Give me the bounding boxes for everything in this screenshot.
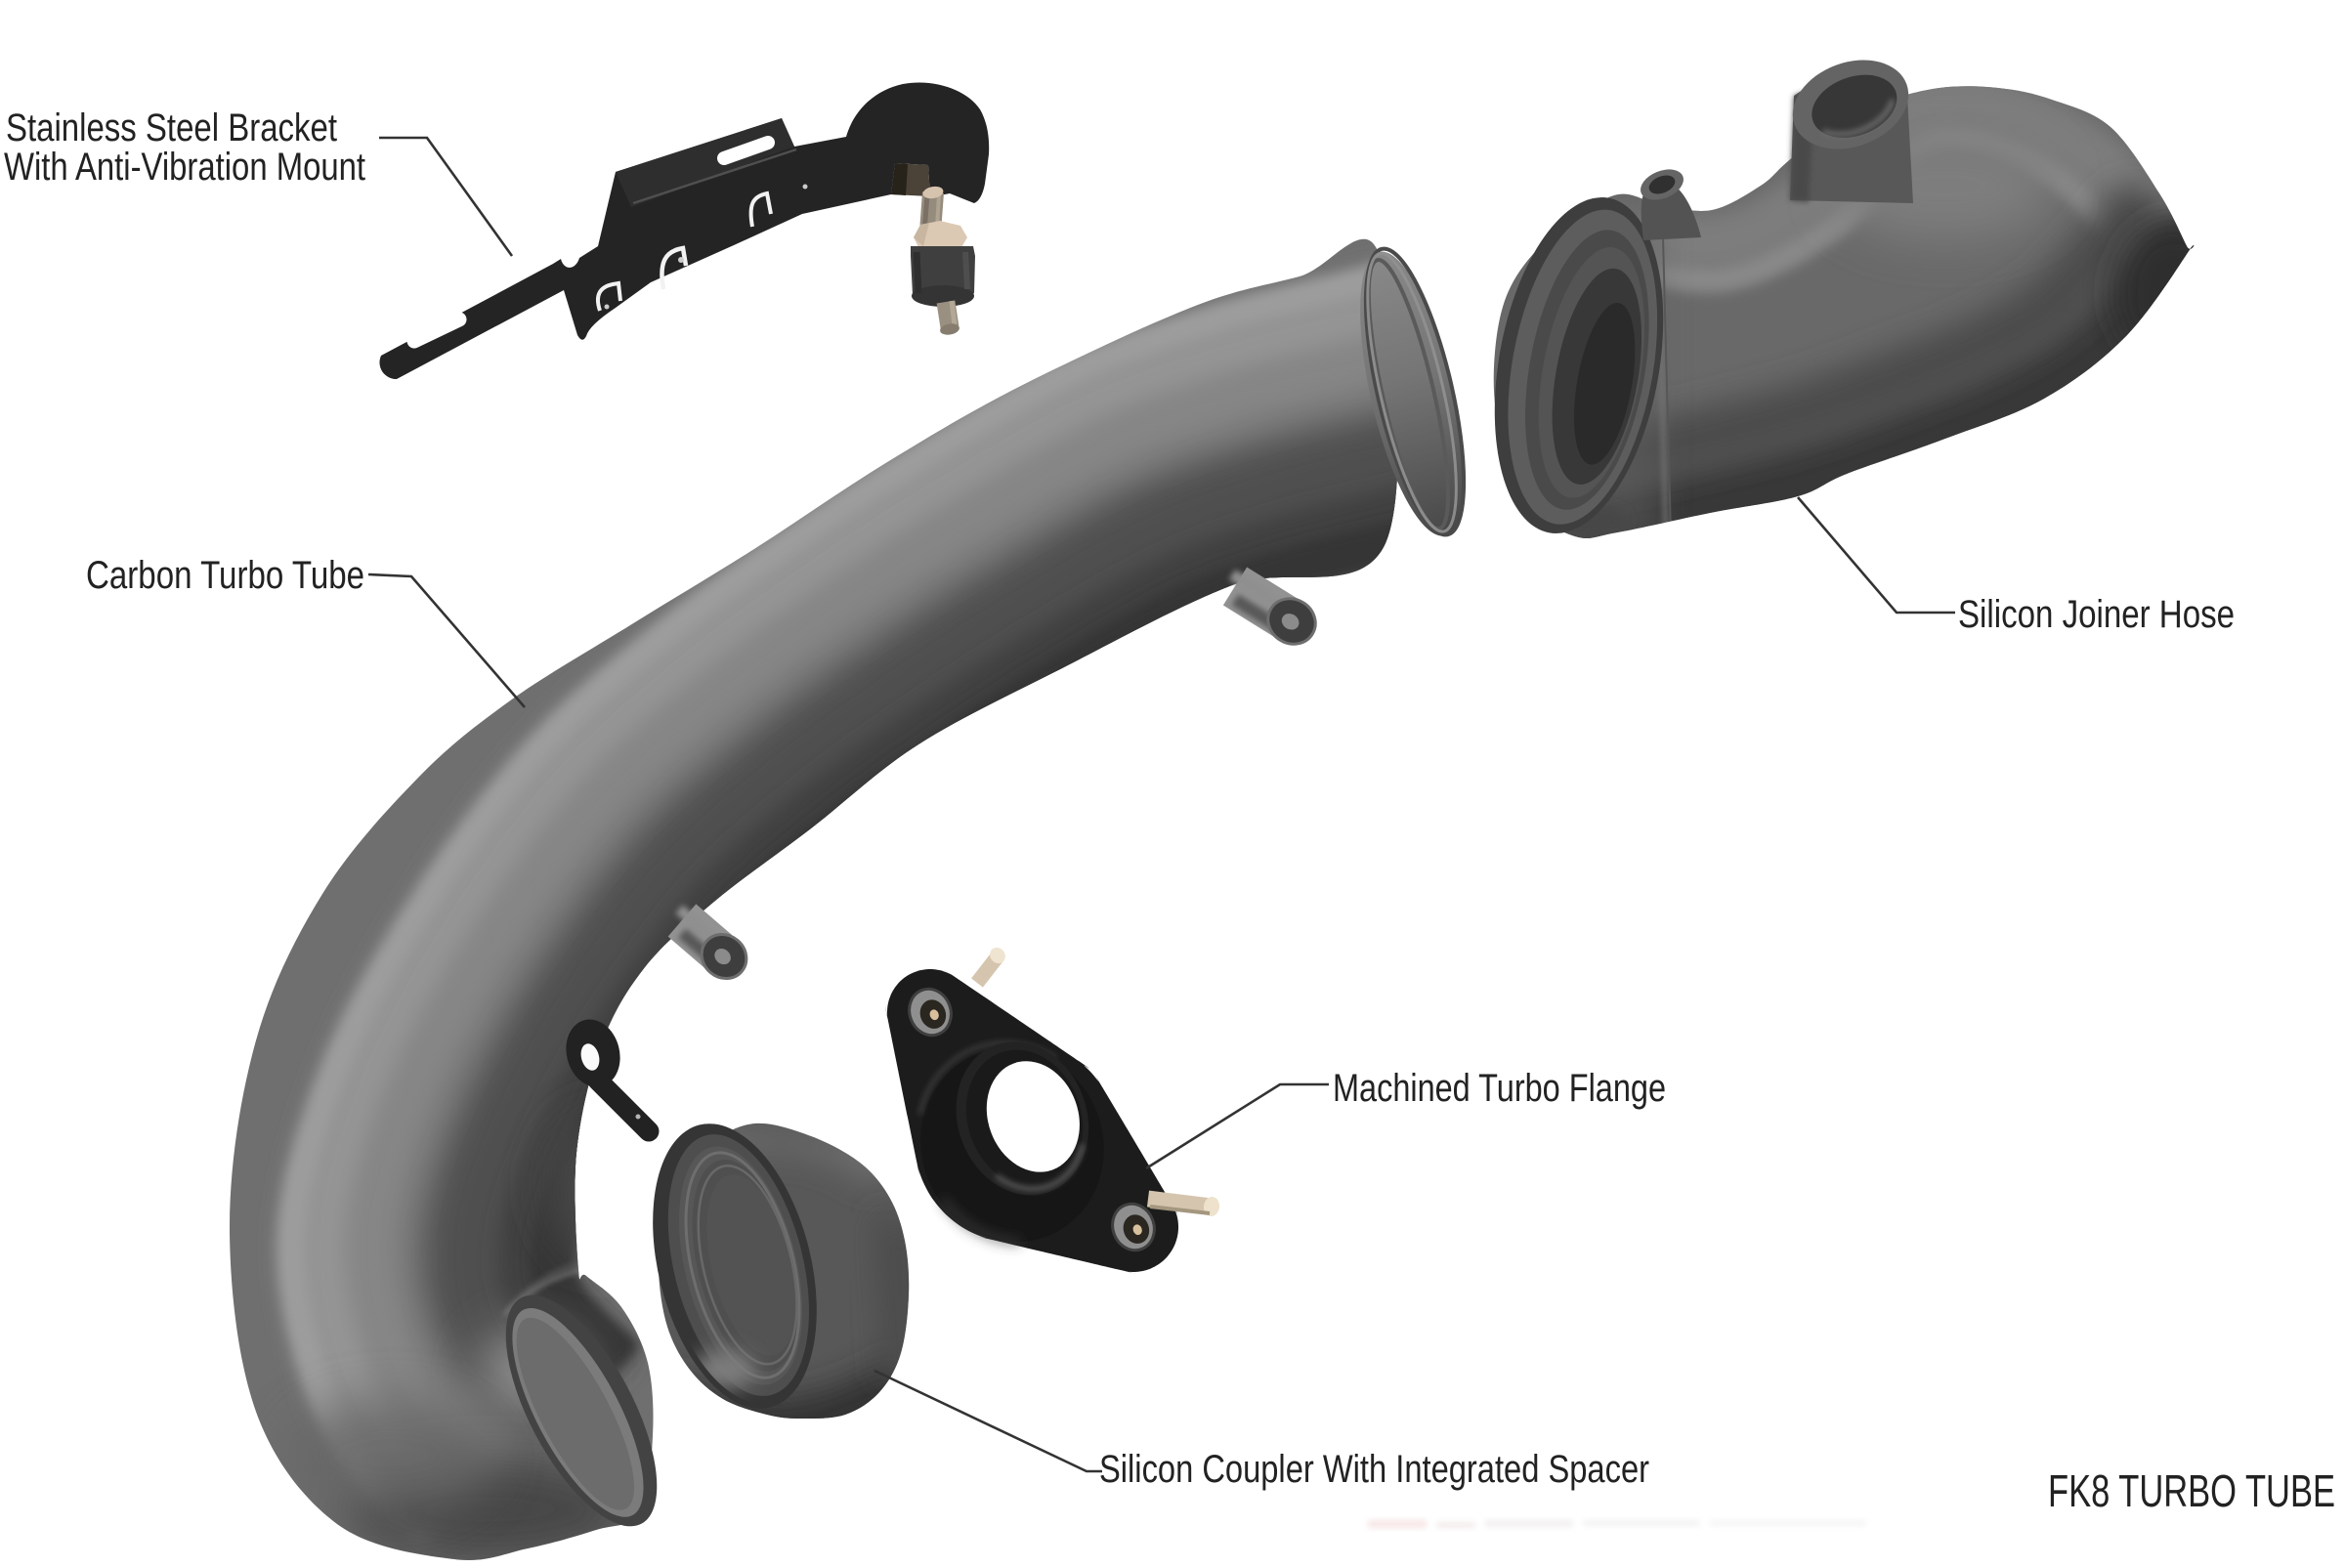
svg-text:Carbon Turbo Tube: Carbon Turbo Tube	[86, 554, 364, 597]
svg-text:With Anti-Vibration Mount: With Anti-Vibration Mount	[4, 146, 365, 189]
svg-text:Stainless Steel Bracket: Stainless Steel Bracket	[6, 106, 337, 149]
svg-text:Silicon Coupler With Integrate: Silicon Coupler With Integrated Spacer	[1099, 1448, 1649, 1491]
svg-text:Silicon Joiner Hose: Silicon Joiner Hose	[1958, 593, 2235, 636]
svg-text:Machined Turbo Flange: Machined Turbo Flange	[1333, 1067, 1666, 1110]
svg-text:FK8 TURBO TUBE: FK8 TURBO TUBE	[2048, 1465, 2335, 1516]
